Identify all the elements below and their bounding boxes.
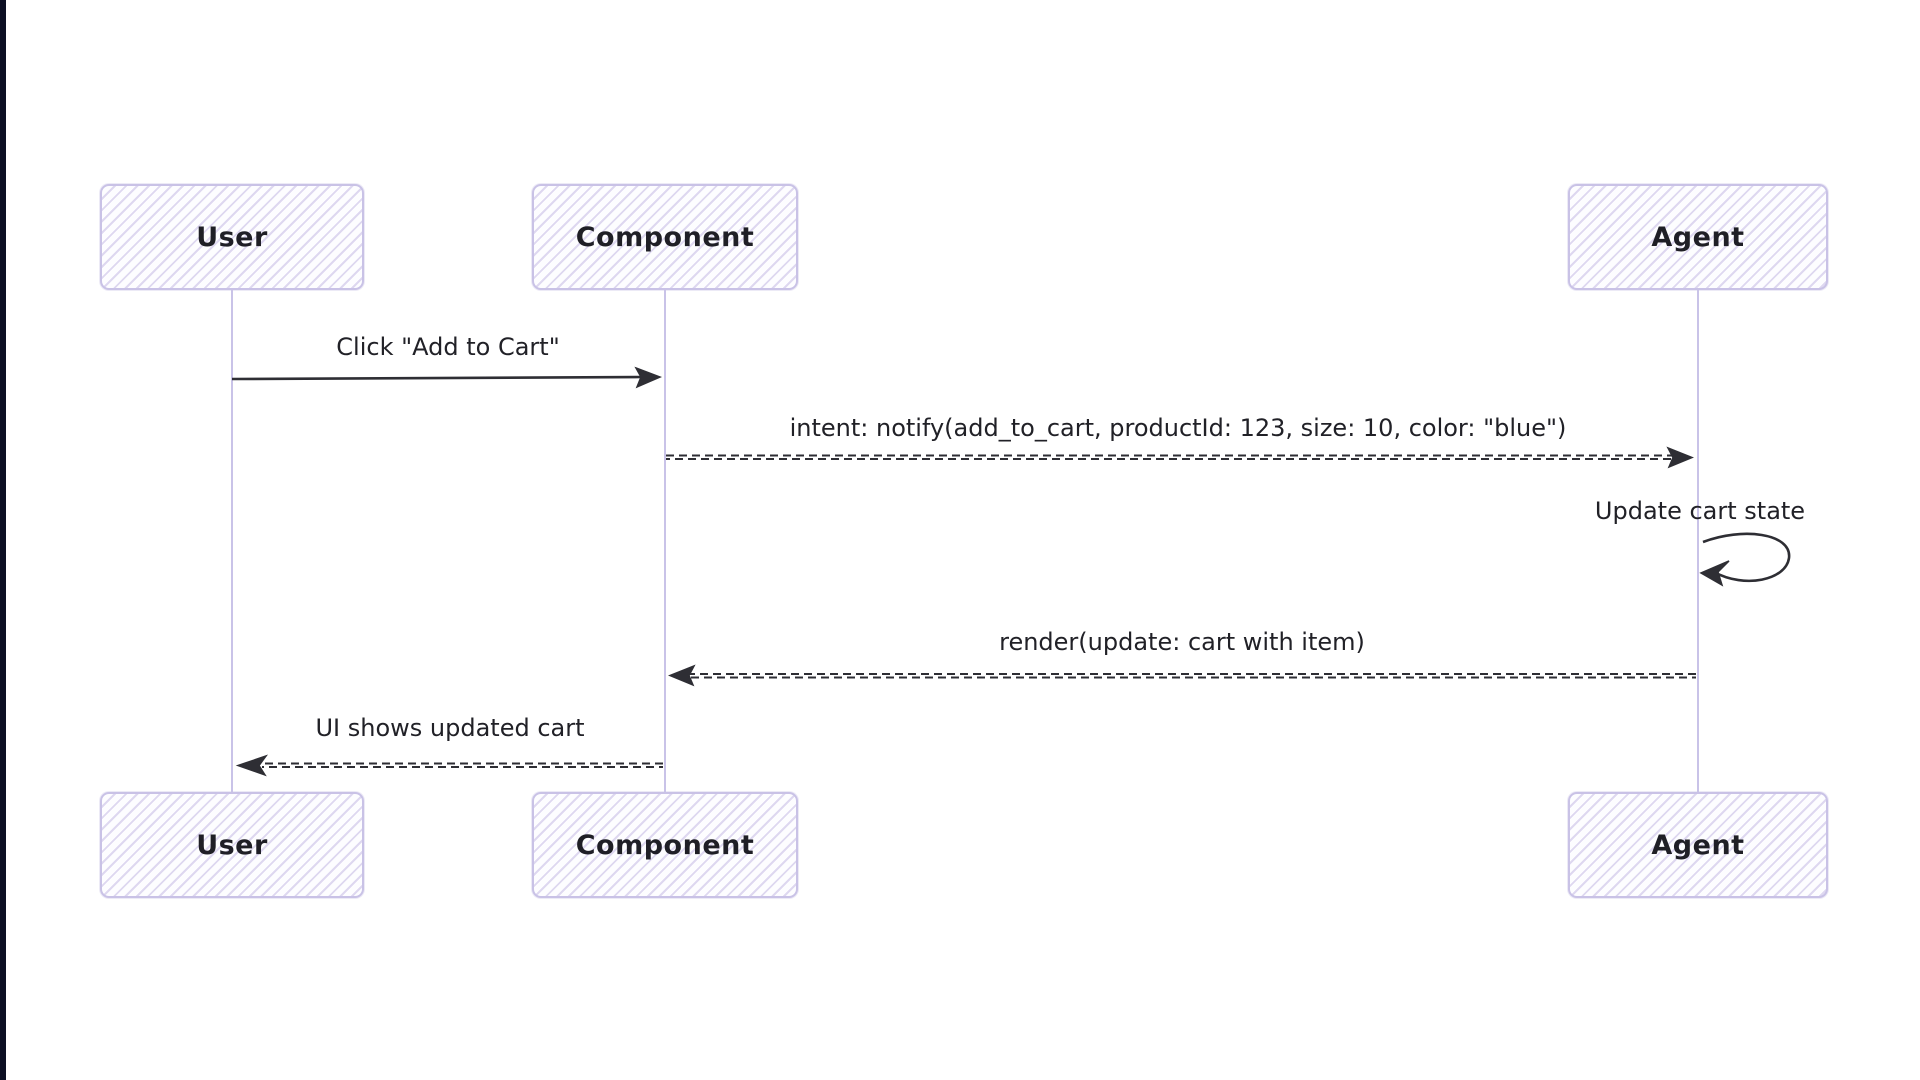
message-1-arrowhead-icon [634, 366, 662, 389]
actor-top-component: Component [532, 184, 798, 290]
message-2-label: intent: notify(add_to_cart, productId: 1… [789, 414, 1567, 442]
lifeline-agent [1697, 289, 1699, 794]
actor-bottom-component: Component [532, 792, 798, 898]
self-loop-arrowhead-icon [1699, 560, 1730, 587]
message-4-label: render(update: cart with item) [999, 628, 1365, 656]
left-edge-stripe [0, 0, 6, 1080]
actor-bottom-agent: Agent [1568, 792, 1828, 898]
message-1-label: Click "Add to Cart" [336, 333, 560, 361]
actor-bottom-user: User [100, 792, 364, 898]
message-2-arrow [666, 446, 1695, 469]
actor-top-user: User [100, 184, 364, 290]
message-4-arrow [667, 664, 1696, 687]
message-5-label: UI shows updated cart [315, 714, 585, 742]
actor-top-agent: Agent [1568, 184, 1828, 290]
self-loop-arrow [1699, 532, 1791, 587]
message-5-arrow [235, 754, 663, 777]
lifeline-user [231, 289, 233, 794]
actor-bottom-agent-label: Agent [1651, 829, 1745, 861]
message-1-arrow [231, 366, 662, 389]
actor-top-component-label: Component [575, 221, 755, 253]
actor-bottom-component-label: Component [575, 829, 755, 861]
message-4-arrowhead-icon [667, 664, 696, 687]
actor-top-user-label: User [196, 221, 268, 253]
message-2-arrowhead-icon [1666, 446, 1695, 469]
actor-bottom-user-label: User [196, 829, 268, 861]
actor-top-agent-label: Agent [1651, 221, 1745, 253]
self-loop-label: Update cart state [1594, 497, 1806, 525]
message-5-arrowhead-icon [235, 754, 269, 777]
lifeline-component [664, 289, 666, 794]
